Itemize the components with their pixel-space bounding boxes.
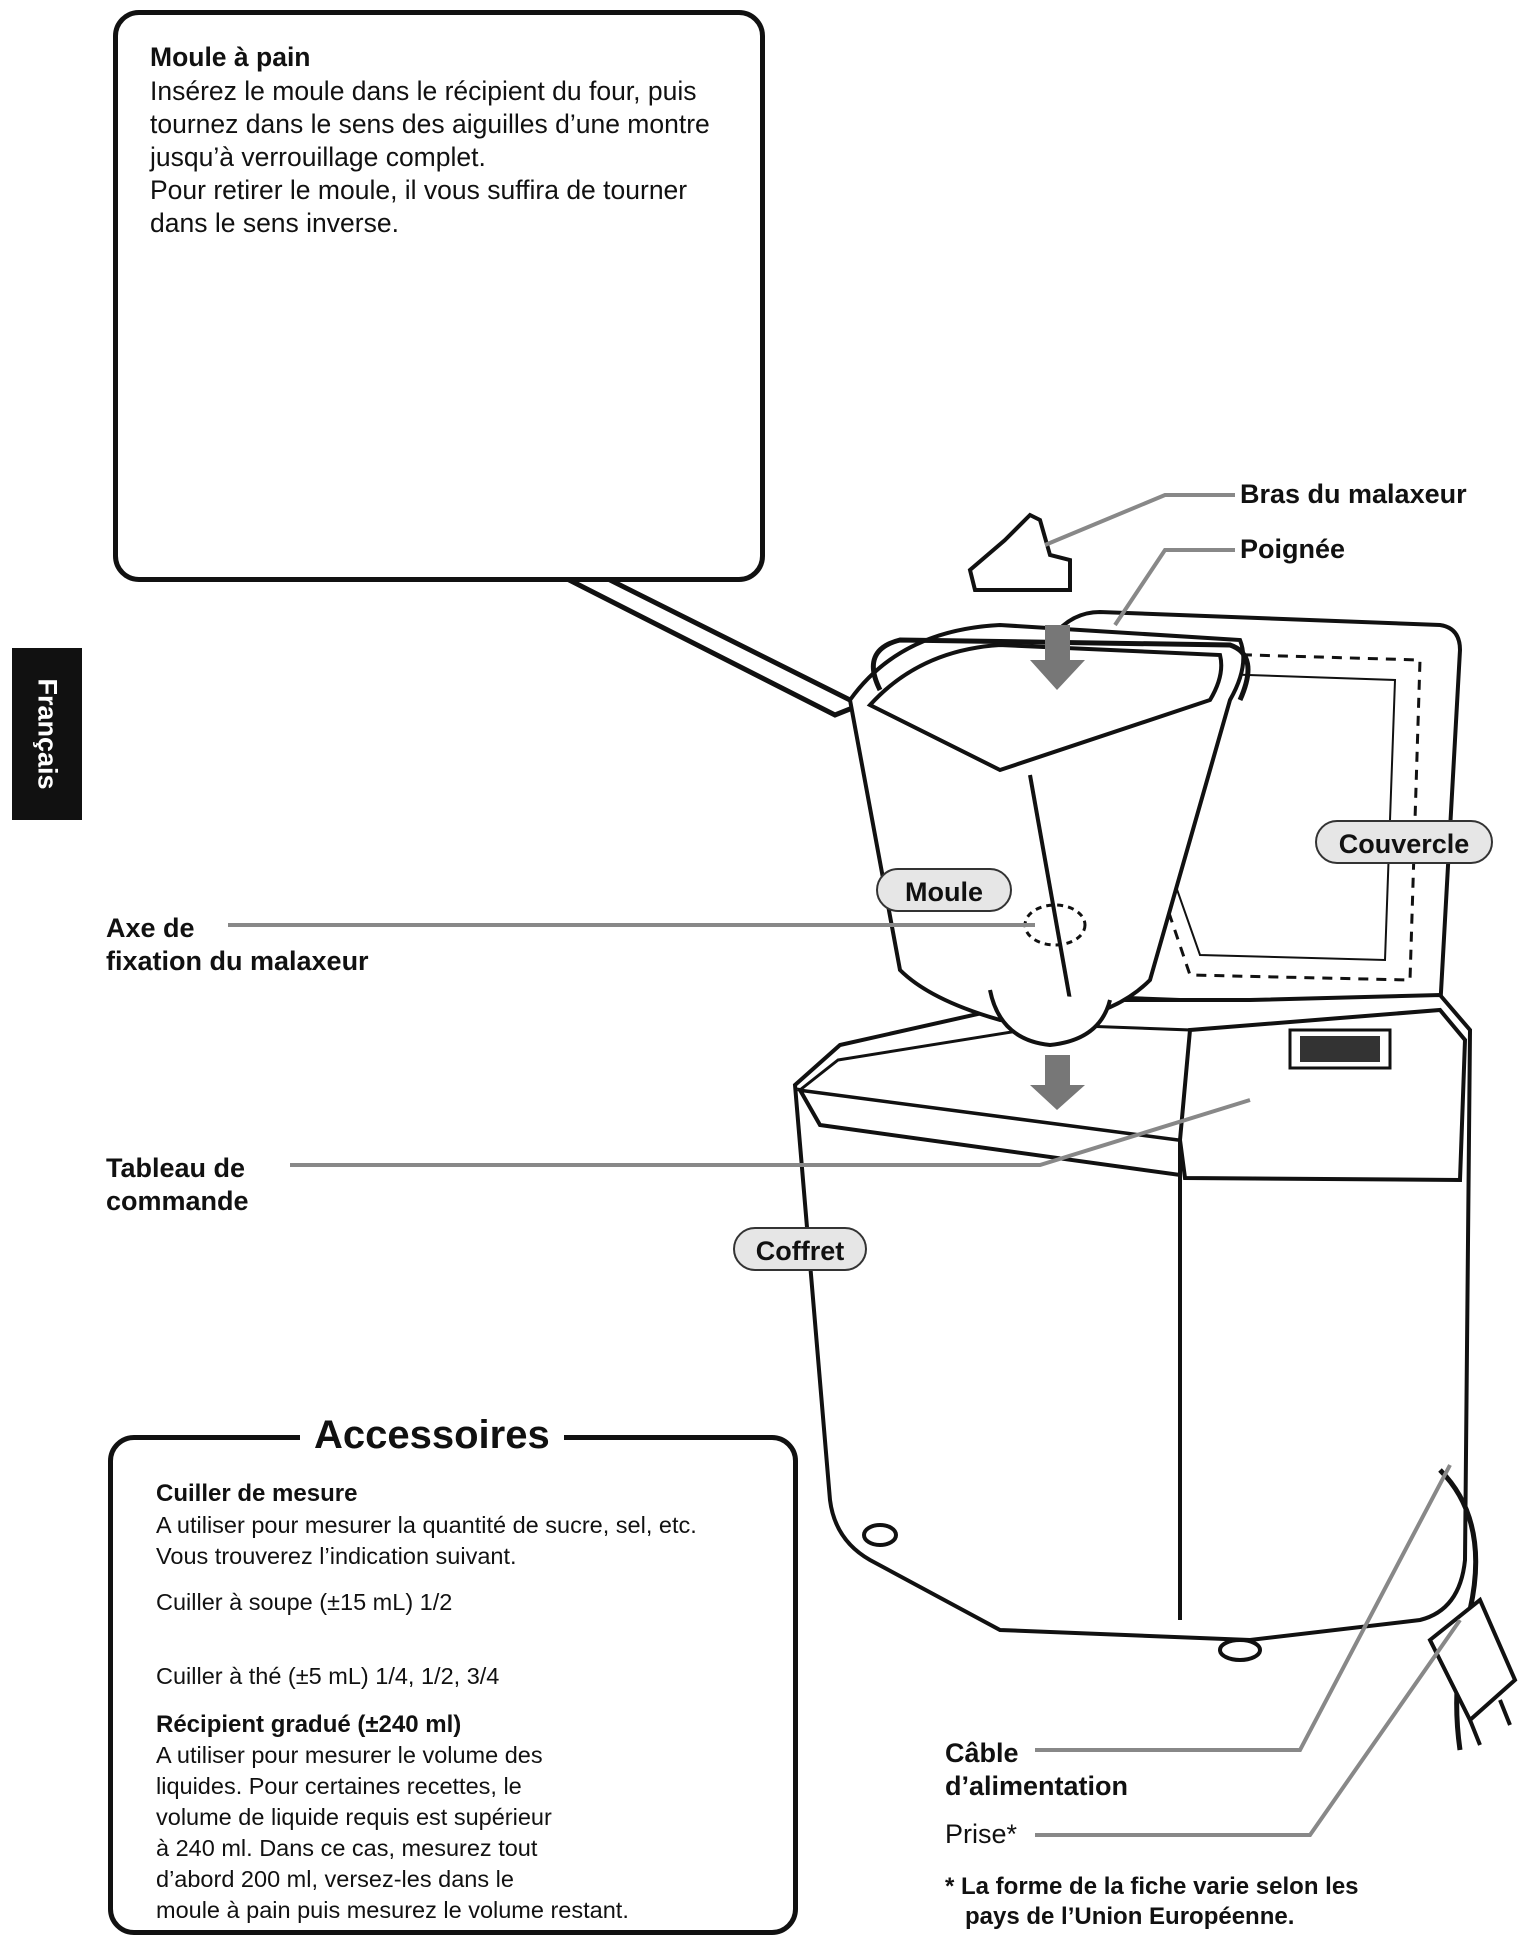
label-poignee: Poignée <box>1240 534 1346 564</box>
footnote-line-1: * La forme de la fiche varie selon les <box>945 1873 1359 1900</box>
rec-line-6: moule à pain puis mesurez le volume rest… <box>156 1897 629 1923</box>
down-arrow-1 <box>1030 625 1085 690</box>
label-tableau-line-2: commande <box>106 1186 249 1216</box>
kneading-blade-drawing <box>967 512 1072 592</box>
label-prise: Prise* <box>945 1819 1018 1849</box>
cuiller-line-2: Vous trouverez l’indication suivant. <box>156 1543 517 1569</box>
accessoires-box <box>108 1435 798 1935</box>
label-axe-line-1: Axe de <box>106 913 195 943</box>
housing-drawing <box>792 992 1518 1751</box>
instr-line-3: jusqu’à verrouillage complet. <box>150 142 486 172</box>
bread-pan-title: Moule à pain <box>150 41 311 74</box>
instr-line-4: Pour retirer le moule, il vous suffira d… <box>150 175 688 205</box>
language-tab: Français <box>12 648 82 820</box>
rec-line-2: liquides. Pour certaines recettes, le <box>156 1773 522 1799</box>
bread-pan-drawing <box>847 622 1251 1048</box>
label-bras-du-malaxeur: Bras du malaxeur <box>1240 479 1467 509</box>
label-coffret: Coffret <box>733 1227 867 1271</box>
accessoires-title: Accessoires <box>300 1410 564 1460</box>
instr-line-5: dans le sens inverse. <box>150 208 399 238</box>
label-cable: Câble d’alimentation <box>945 1737 1128 1803</box>
label-tableau-line-1: Tableau de <box>106 1153 246 1183</box>
recipient-description: A utiliser pour mesurer le volume des li… <box>156 1740 629 1926</box>
label-axe: Axe de fixation du malaxeur <box>106 912 369 978</box>
label-couvercle: Couvercle <box>1315 820 1493 864</box>
cuiller-description: A utiliser pour mesurer la quantité de s… <box>156 1510 697 1572</box>
cuiller-line-1: A utiliser pour mesurer la quantité de s… <box>156 1512 697 1538</box>
rec-line-4: à 240 ml. Dans ce cas, mesurez tout <box>156 1835 538 1861</box>
cuiller-the: Cuiller à thé (±5 mL) 1/4, 1/2, 3/4 <box>156 1663 500 1689</box>
footnote-line-2: pays de l’Union Européenne. <box>965 1903 1295 1930</box>
rec-line-3: volume de liquide requis est supérieur <box>156 1804 552 1830</box>
bread-pan-title-prefix: Moule à <box>150 42 257 72</box>
label-cable-line-1: Câble <box>945 1738 1019 1768</box>
bread-pan-callout: Moule à pain Insérez le moule dans le ré… <box>113 10 765 582</box>
instr-line-1: Insérez le moule dans le récipient du fo… <box>150 76 697 106</box>
rec-line-5: d’abord 200 ml, versez-les dans le <box>156 1866 514 1892</box>
label-cable-line-2: d’alimentation <box>945 1771 1129 1801</box>
cuiller-soupe: Cuiller à soupe (±15 mL) 1/2 <box>156 1589 453 1615</box>
rec-line-1: A utiliser pour mesurer le volume des <box>156 1742 543 1768</box>
down-arrow-2 <box>1030 1055 1085 1110</box>
bread-pan-title-bold: pain <box>256 42 311 72</box>
recipient-title: Récipient gradué (±240 ml) <box>156 1711 462 1738</box>
label-moule: Moule <box>876 868 1012 912</box>
label-tableau: Tableau de commande <box>106 1152 249 1218</box>
instr-line-2: tournez dans le sens des aiguilles d’une… <box>150 109 710 139</box>
cuiller-title: Cuiller de mesure <box>156 1480 358 1507</box>
bread-pan-instructions: Insérez le moule dans le récipient du fo… <box>150 75 710 240</box>
footnote: * La forme de la fiche varie selon les p… <box>945 1872 1359 1932</box>
label-axe-line-2: fixation du malaxeur <box>106 946 369 976</box>
